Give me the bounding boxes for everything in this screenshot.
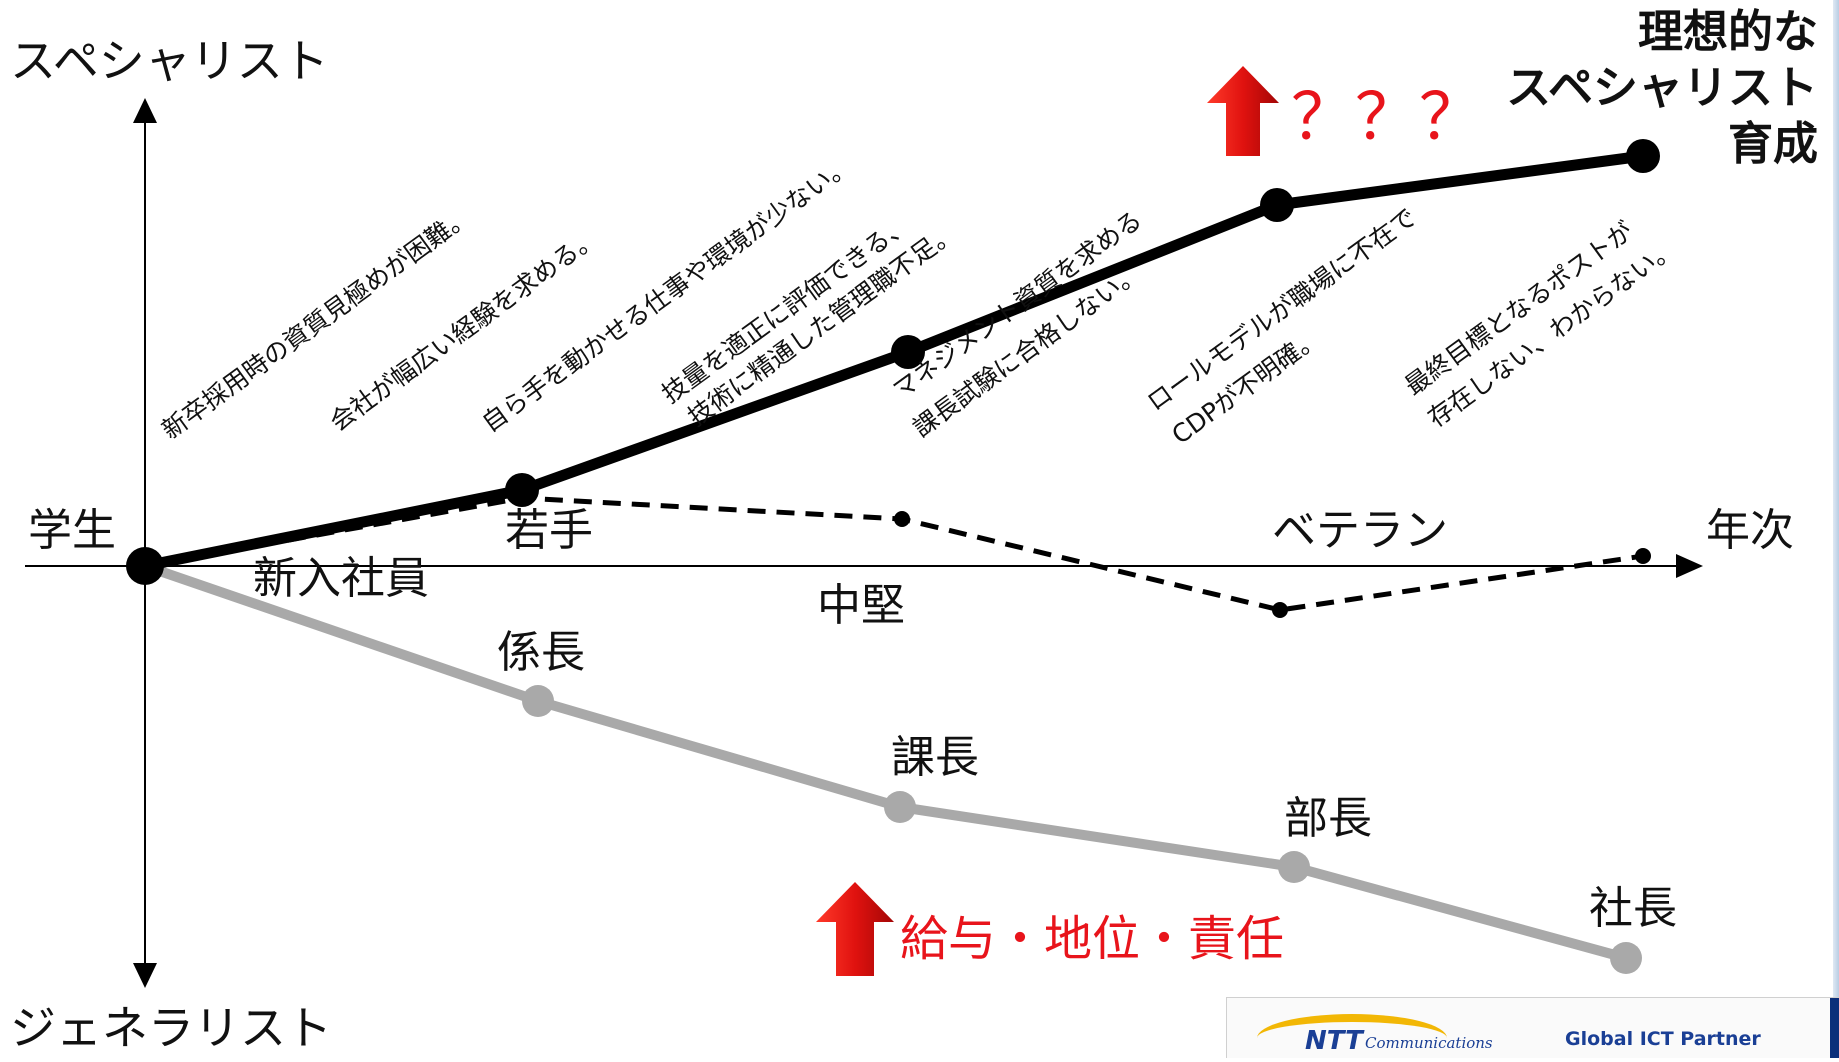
y-axis-top-label: スペシャリスト [10, 34, 329, 88]
y-axis-arrowhead-top [133, 98, 157, 123]
node-chuken-dashed [894, 511, 910, 527]
up-arrow-icon [1207, 66, 1279, 156]
node-kakaricho [522, 685, 554, 717]
mgmt-label-kakaricho: 係長 [497, 627, 585, 678]
ideal-title-line1: 理想的な [1638, 5, 1818, 58]
up-arrow-icon [816, 882, 894, 976]
node-bucho [1278, 851, 1310, 883]
question-marks: ？？？ [1291, 81, 1483, 155]
node-veteran-dashed [1272, 602, 1288, 618]
node-origin [126, 547, 164, 585]
right-edge-bar [1833, 0, 1839, 1051]
issue-text-6a: ロールモデルが職場に不在で [1141, 202, 1421, 417]
node-wakate [505, 473, 539, 507]
node-kacho [884, 791, 916, 823]
issue-text-1: 新卒採用時の資質見極めが困難。 [156, 201, 476, 445]
node-end-dashed [1635, 548, 1651, 564]
ideal-title-line3: 育成 [1728, 117, 1818, 170]
logo-side-bar [1830, 998, 1839, 1058]
issue-text-4a: 技量を適正に評価できる、 [656, 209, 915, 409]
axes [25, 98, 1703, 988]
mgmt-label-shacho: 社長 [1589, 883, 1677, 934]
node-shacho [1610, 942, 1642, 974]
company-logo: NTT Communications Global ICT Partner [1226, 997, 1839, 1058]
logo-communications-text: Communications [1365, 1034, 1493, 1052]
stage-label-shinnyu: 新入社員 [253, 553, 429, 604]
x-axis-arrowhead [1676, 554, 1703, 578]
issue-text-2: 会社が幅広い経験を求める。 [324, 222, 604, 437]
x-axis-label: 年次 [1706, 505, 1794, 556]
stage-label-chuken: 中堅 [817, 580, 905, 631]
logo-ntt-text: NTT [1305, 1026, 1363, 1056]
logo-swoosh-icon [1257, 1014, 1447, 1062]
node-chuken-ideal [891, 335, 925, 369]
y-axis-arrowhead-bottom [133, 963, 157, 988]
y-axis-bottom-label: ジェネラリスト [10, 1001, 332, 1051]
logo-partner-text: Global ICT Partner [1565, 1028, 1761, 1050]
origin-label: 学生 [28, 505, 116, 556]
reward-label: 給与・地位・責任 [900, 911, 1284, 967]
mgmt-label-kacho: 課長 [891, 732, 979, 783]
mgmt-label-bucho: 部長 [1284, 793, 1372, 844]
ideal-title-line2: スペシャリスト [1506, 61, 1818, 114]
node-ideal-goal [1626, 139, 1660, 173]
stage-label-wakate: 若手 [505, 505, 593, 556]
node-veteran-ideal [1260, 188, 1294, 222]
stage-label-veteran: ベテラン [1272, 505, 1448, 556]
